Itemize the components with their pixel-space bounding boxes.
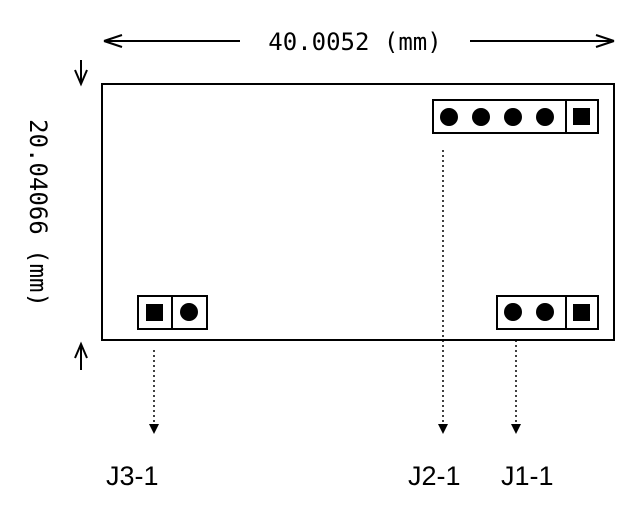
width-dimension: 40.0052 (mm) [103, 28, 615, 56]
leader-j1 [511, 340, 521, 434]
arrow-down-icon [149, 424, 159, 434]
j2-pin [536, 108, 554, 126]
j2-pin [440, 108, 458, 126]
j2-pin [504, 108, 522, 126]
arrow-left-icon [103, 34, 123, 48]
height-dimension: 20.04066 (mm) [24, 60, 88, 370]
label-j3: J3-1 [106, 461, 159, 491]
arrow-down-icon [438, 424, 448, 434]
connector-j3 [137, 295, 208, 330]
j1-pin1-square [573, 304, 590, 321]
arrow-down-icon [74, 60, 88, 87]
connector-j1 [496, 295, 599, 330]
leader-j3 [149, 350, 159, 434]
connector-j2 [432, 99, 599, 134]
label-j2: J2-1 [408, 461, 461, 491]
height-dimension-label: 20.04066 (mm) [24, 119, 52, 307]
j3-pin [180, 303, 198, 321]
j2-pin [472, 108, 490, 126]
j1-pin [536, 303, 554, 321]
label-j1: J1-1 [501, 461, 554, 491]
arrow-up-icon [74, 341, 88, 370]
width-dimension-label: 40.0052 (mm) [268, 28, 441, 56]
j1-body [496, 295, 599, 330]
j3-pin1-square [146, 304, 163, 321]
arrow-down-icon [511, 424, 521, 434]
leader-j2 [438, 150, 448, 434]
j1-pin [504, 303, 522, 321]
arrow-right-icon [595, 34, 615, 48]
j2-pin1-square [573, 108, 590, 125]
j2-body [432, 99, 599, 134]
board-outline [101, 83, 615, 341]
